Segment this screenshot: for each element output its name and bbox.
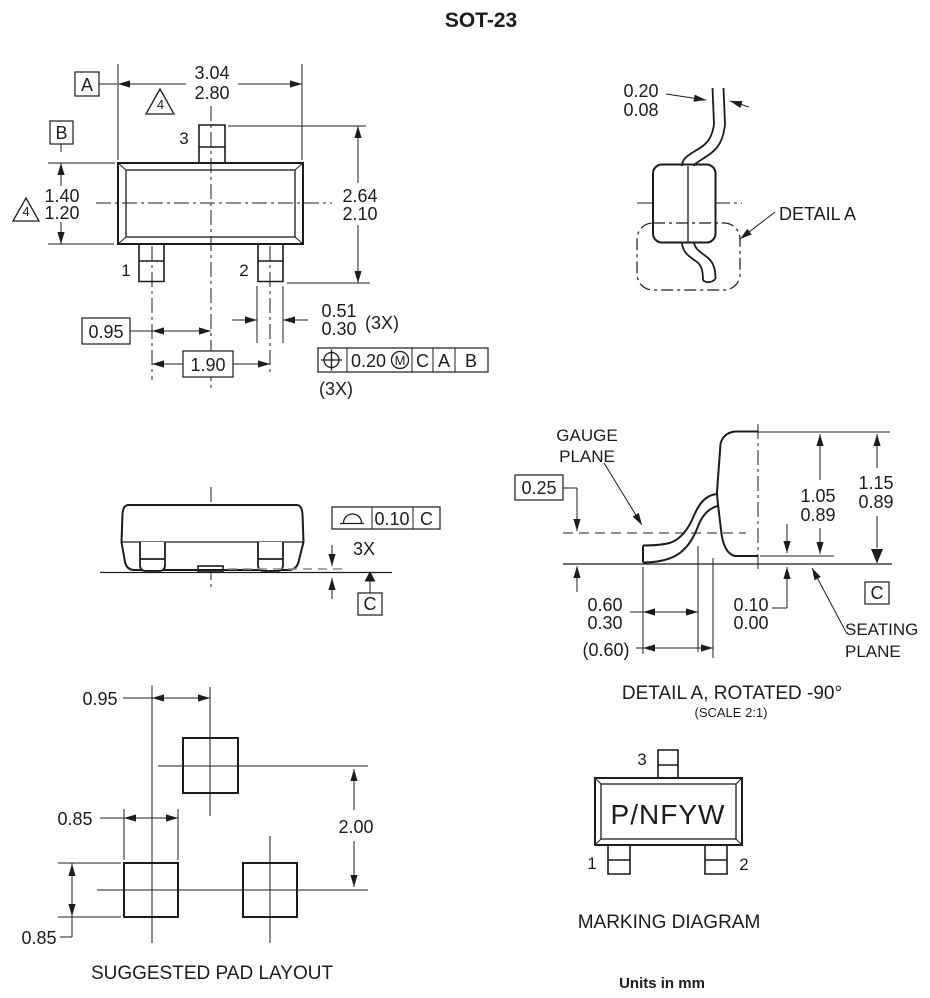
dim-lead-thickness-max: 0.20 xyxy=(623,81,658,101)
datum-c-label: C xyxy=(871,583,884,603)
dim-lead-width-qty: (3X) xyxy=(365,313,399,333)
fcf-datum-1: C xyxy=(416,351,429,371)
pad-3 xyxy=(182,737,239,794)
dim-body-height-max: 1.05 xyxy=(800,486,835,506)
dim-pitch: 0.95 xyxy=(88,322,123,342)
surface-profile-symbol-icon xyxy=(340,513,364,525)
dim-pad-height: 0.85 xyxy=(21,928,56,948)
pad-2 xyxy=(242,862,298,918)
pad-1 xyxy=(123,862,179,918)
fcf-tolerance: 0.20 xyxy=(351,351,386,371)
dim-lead-width-min: 0.30 xyxy=(321,319,356,339)
dim-total-height-min: 0.89 xyxy=(858,492,893,512)
detail-a-callout: DETAIL A xyxy=(779,204,856,224)
mmc-modifier-icon xyxy=(390,350,410,370)
pin3-label: 3 xyxy=(179,129,188,148)
dim-body-max: 1.40 xyxy=(44,186,79,206)
pin1-label: 1 xyxy=(121,261,130,280)
profile-tolerance-frame: 0.10 C xyxy=(331,506,441,530)
fcf-datum-3: B xyxy=(465,351,477,371)
dim-body-min: 1.20 xyxy=(44,203,79,223)
dim-body-height-min: 0.89 xyxy=(800,505,835,525)
dim-pad-pitch: 0.95 xyxy=(82,689,117,709)
detail-a-rotated-caption: DETAIL A, ROTATED -90° xyxy=(622,683,842,704)
position-tolerance-frame: 0.20 M C A B (3X) xyxy=(317,347,489,399)
dim-width-max: 3.04 xyxy=(194,63,229,83)
top-view: A 3.04 2.80 4 3 1 2 B 1.40 1.20 4 2.64 2… xyxy=(11,63,489,399)
datum-c-label: C xyxy=(364,594,377,614)
dim-lead-thickness-min: 0.08 xyxy=(623,100,658,120)
dim-gauge-offset: 0.25 xyxy=(521,478,556,498)
detail-a-view: 0.20 0.08 DETAIL A xyxy=(623,81,856,291)
marking-pin1-label: 1 xyxy=(587,854,596,873)
marking-code: P/NFYW xyxy=(611,799,726,830)
profile-qty: 3X xyxy=(353,539,375,559)
marking-caption: MARKING DIAGRAM xyxy=(578,912,761,933)
dim-foot-max: 0.60 xyxy=(587,595,622,615)
seating-plane-label: PLANE xyxy=(845,642,901,661)
pad-layout-caption: SUGGESTED PAD LAYOUT xyxy=(91,963,334,984)
dim-span: 1.90 xyxy=(190,355,225,375)
pad-layout-view: 0.95 0.85 2.00 0.85 SUGGESTED PAD LAYOUT xyxy=(21,685,374,984)
detail-a-rotated-view: GAUGE PLANE 0.25 1.05 0.89 1.15 0.89 C 0… xyxy=(514,424,918,720)
page-title: SOT-23 xyxy=(445,9,517,32)
dim-foot-ref: (0.60) xyxy=(582,640,629,660)
marking-pin3-label: 3 xyxy=(637,750,646,769)
position-symbol-icon xyxy=(321,349,342,371)
gauge-plane-label: PLANE xyxy=(559,447,615,466)
profile-tolerance: 0.10 xyxy=(374,509,409,529)
detail-a-scale: (SCALE 2:1) xyxy=(695,705,768,720)
datum-b-label: B xyxy=(55,123,67,143)
note4-flag: 4 xyxy=(157,97,164,112)
dim-pad-width: 0.85 xyxy=(57,809,92,829)
pin2-label: 2 xyxy=(239,261,248,280)
fcf-modifier: M xyxy=(395,353,406,368)
units-note: Units in mm xyxy=(619,975,705,992)
side-view: 0.10 C 3X C xyxy=(100,487,441,616)
dim-foot-min: 0.30 xyxy=(587,613,622,633)
dim-height-min: 2.10 xyxy=(342,204,377,224)
gauge-plane-label: GAUGE xyxy=(556,426,617,445)
dim-row-gap: 2.00 xyxy=(338,817,373,837)
dim-width-min: 2.80 xyxy=(194,83,229,103)
dim-height-max: 2.64 xyxy=(342,186,377,206)
dim-total-height-max: 1.15 xyxy=(858,473,893,493)
dim-lead-width-max: 0.51 xyxy=(321,301,356,321)
marking-pin2-label: 2 xyxy=(739,855,748,874)
seating-plane-label: SEATING xyxy=(845,620,918,639)
fcf-datum-2: A xyxy=(438,351,450,371)
dim-standoff-min: 0.00 xyxy=(733,613,768,633)
datum-a-label: A xyxy=(81,75,93,95)
fcf-qty: (3X) xyxy=(319,379,353,399)
profile-datum: C xyxy=(420,509,433,529)
marking-diagram-view: 3 1 2 P/NFYW MARKING DIAGRAM xyxy=(578,749,761,933)
note4-flag: 4 xyxy=(22,204,29,219)
dim-standoff-max: 0.10 xyxy=(733,595,768,615)
